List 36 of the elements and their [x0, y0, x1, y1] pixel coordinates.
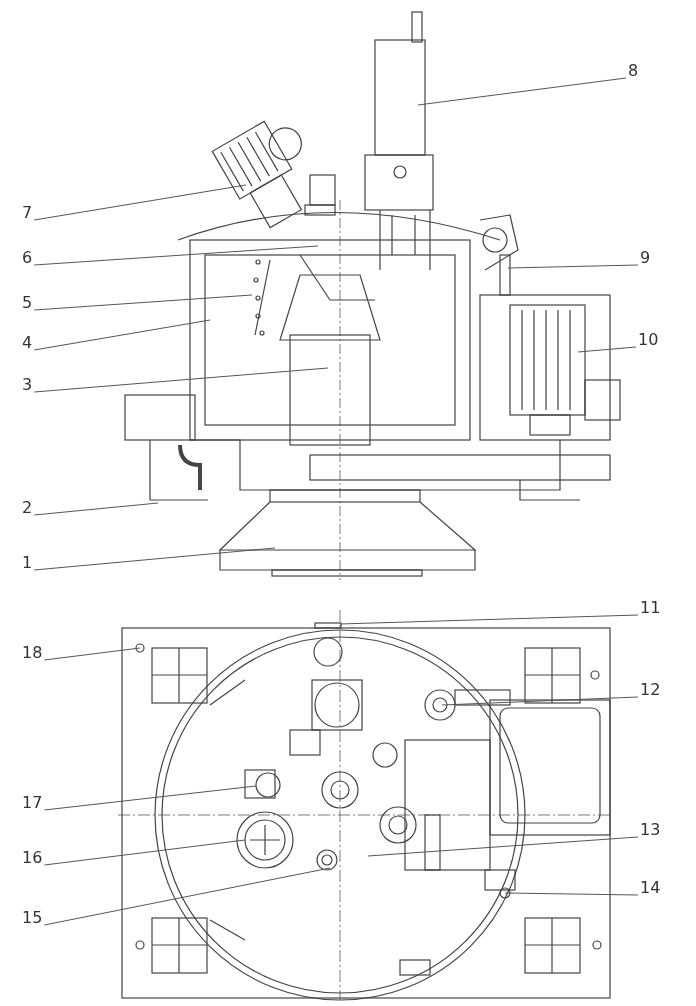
leader-line	[507, 264, 639, 269]
callout-number: 12	[640, 681, 661, 699]
leader-line	[504, 892, 639, 896]
leader-line	[43, 647, 141, 661]
callout-number: 8	[628, 62, 639, 80]
callout-number: 11	[640, 599, 661, 617]
leader-line	[33, 245, 319, 266]
callout-number: 15	[22, 909, 43, 927]
callout-number: 2	[22, 499, 33, 517]
leader-line	[33, 184, 247, 221]
callout-number: 14	[640, 879, 661, 897]
callout-number: 13	[640, 821, 661, 839]
callout-number: 1	[22, 554, 33, 572]
callout-number: 9	[640, 249, 651, 267]
leader-line	[33, 367, 329, 393]
callout-number: 3	[22, 376, 33, 394]
leader-line	[367, 836, 639, 857]
leader-line	[43, 785, 257, 811]
callout-number: 6	[22, 249, 33, 267]
callout-number: 7	[22, 204, 33, 222]
leader-line	[43, 867, 331, 926]
callout-number: 18	[22, 644, 43, 662]
callout-number: 4	[22, 334, 33, 352]
leader-line	[33, 319, 211, 351]
leader-line	[33, 502, 159, 516]
leader-line	[339, 614, 639, 625]
leader-line	[441, 696, 639, 706]
leader-line	[417, 77, 627, 106]
leader-line	[577, 346, 637, 353]
leader-line	[33, 547, 276, 571]
callout-number: 5	[22, 294, 33, 312]
leader-line	[33, 294, 253, 311]
callout-number: 17	[22, 794, 43, 812]
callout-number: 10	[638, 331, 659, 349]
leader-line	[43, 839, 246, 866]
callout-number: 16	[22, 849, 43, 867]
